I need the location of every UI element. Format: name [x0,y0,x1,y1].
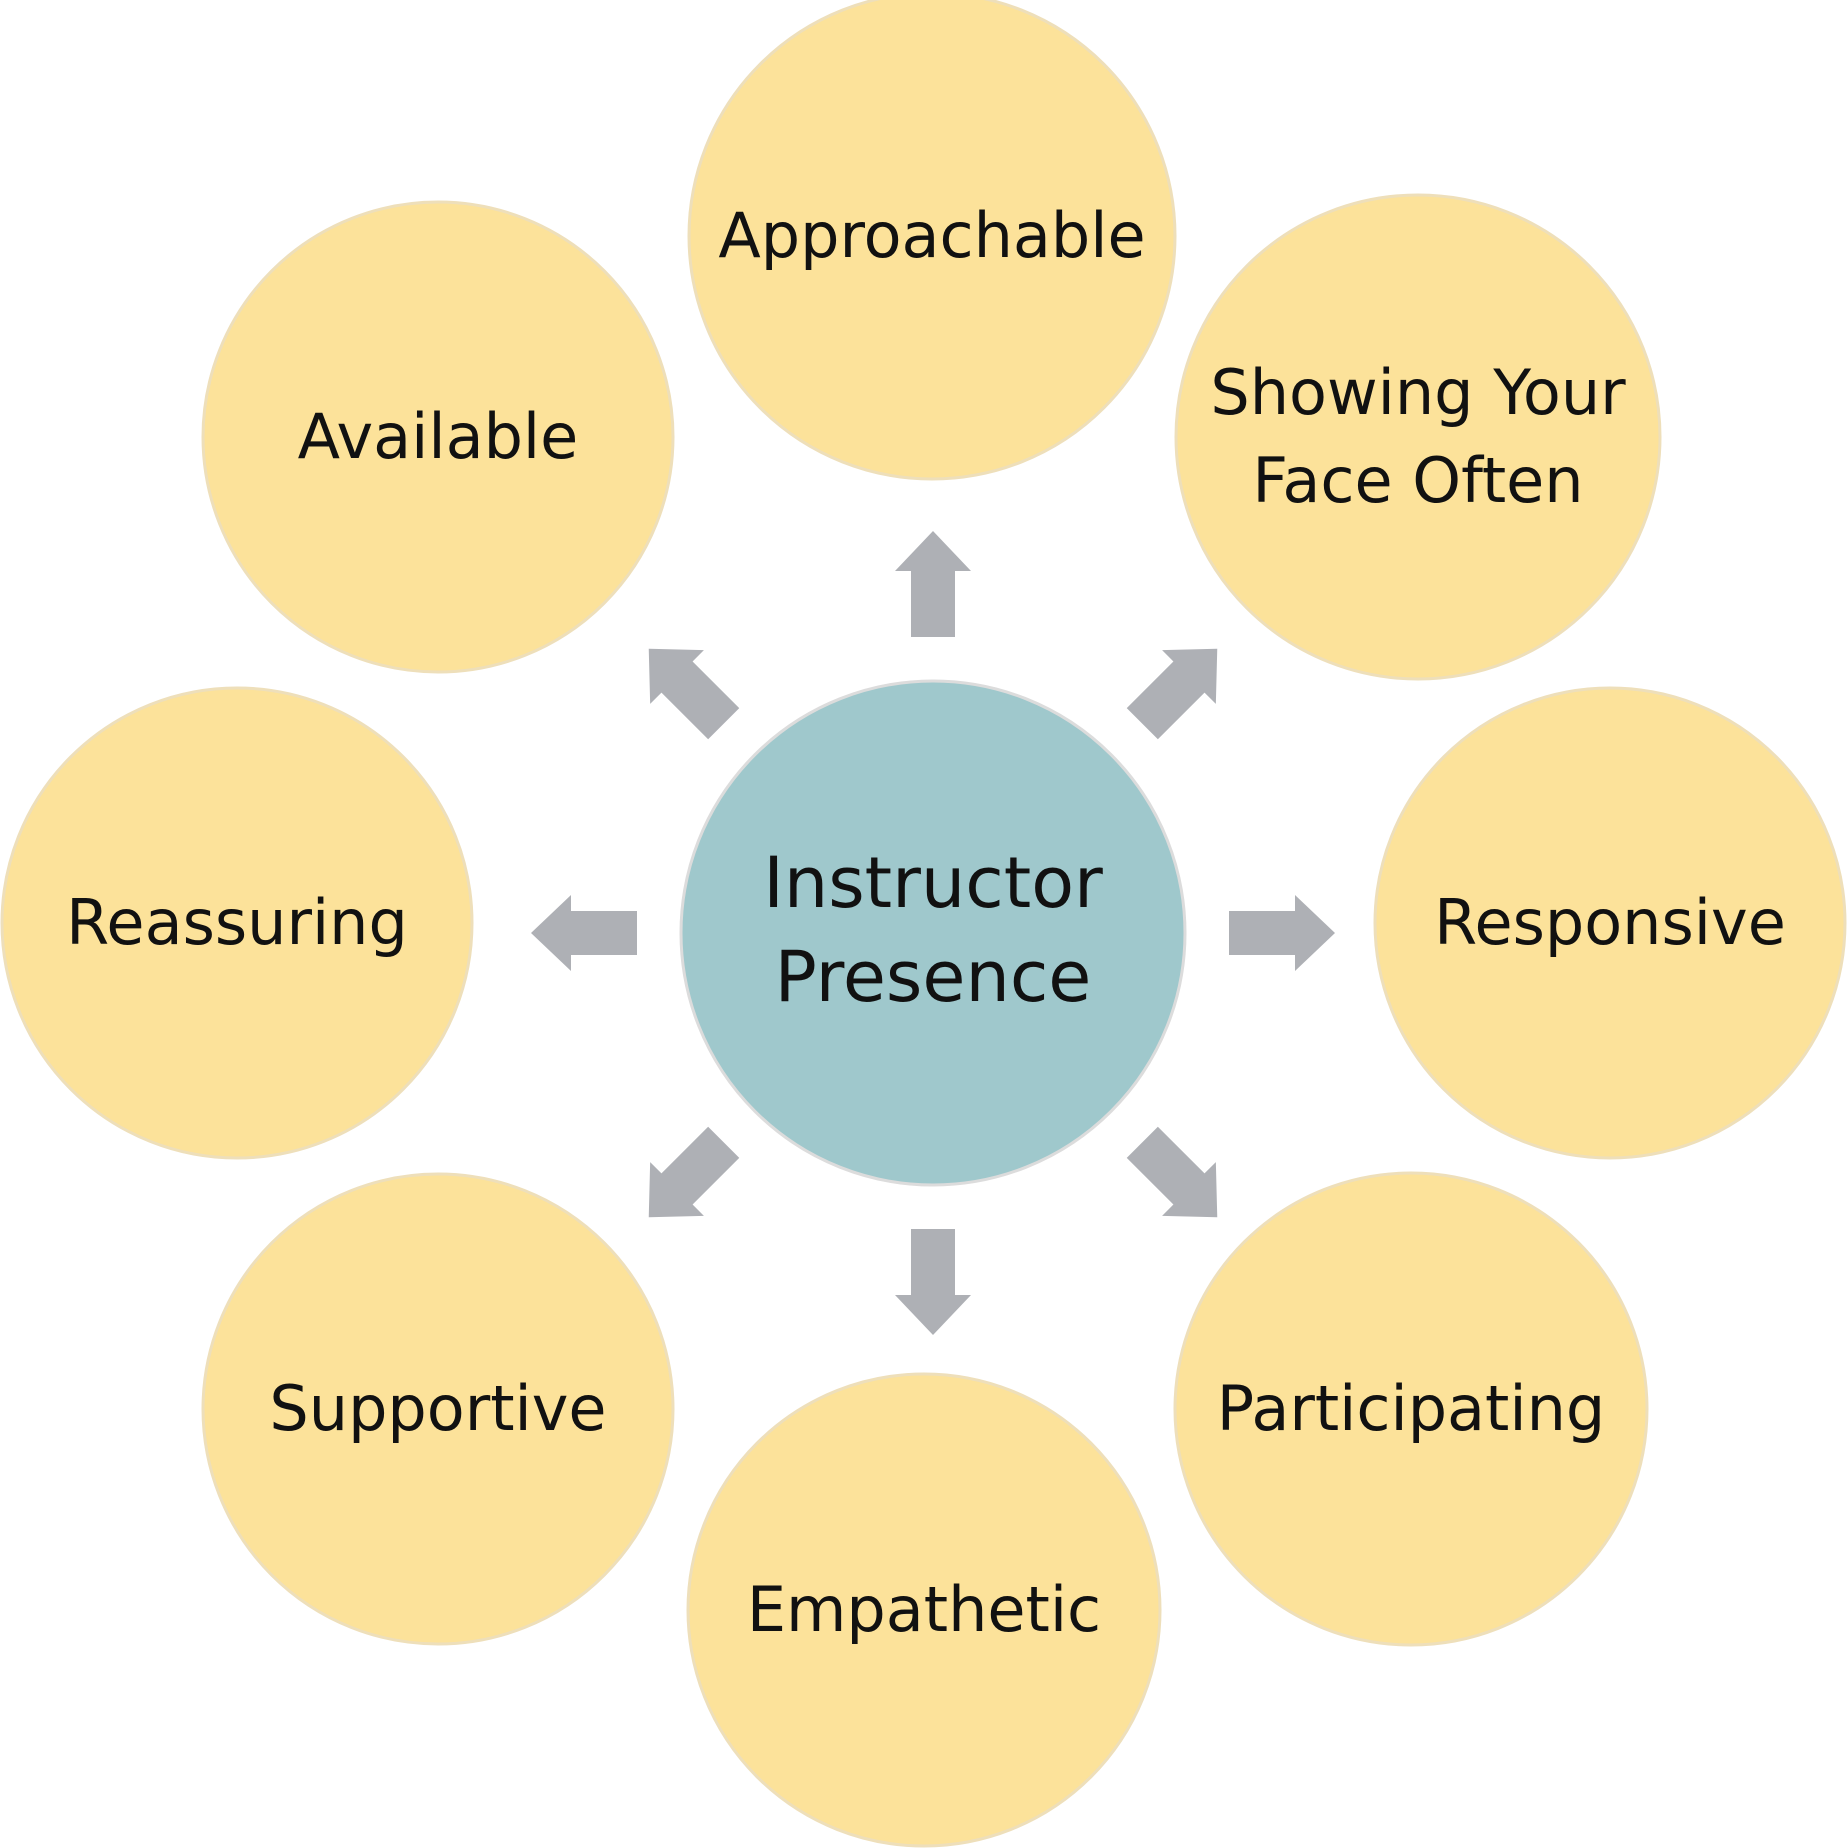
node-label-reassuring: Reassuring [66,886,408,959]
node-circle-participating [1173,1171,1649,1647]
node-empathetic: Empathetic [686,1372,1162,1848]
center-circle [679,679,1187,1187]
arrow-to-participating [1126,1126,1218,1218]
node-approachable: Approachable [687,0,1177,481]
node-circle-responsive [1373,686,1847,1160]
node-label-supportive: Supportive [269,1372,606,1445]
arrow-to-available [648,648,740,740]
arrow-to-showing-your-face-often [1126,648,1218,740]
arrow-to-responsive [1229,895,1335,971]
node-label-available: Available [298,400,579,473]
arrow-to-supportive [648,1126,740,1218]
node-circle-showing-your-face-often [1174,193,1662,681]
node-circle-available [201,200,675,674]
node-circle-supportive [201,1172,675,1646]
node-supportive: Supportive [201,1172,675,1646]
node-available: Available [201,200,675,674]
node-circle-reassuring [0,686,474,1160]
node-label-responsive: Responsive [1434,886,1786,959]
node-label-participating: Participating [1217,1372,1605,1445]
node-reassuring: Reassuring [0,686,474,1160]
arrow-to-empathetic [895,1229,971,1335]
arrow-to-reassuring [531,895,637,971]
node-label-empathetic: Empathetic [747,1573,1101,1646]
node-label-showing-your-face-often-line-1: Showing Your [1210,356,1626,429]
node-label-showing-your-face-often-line-2: Face Often [1252,444,1583,517]
center-label-line-1: Instructor [763,842,1103,924]
center-label-line-2: Presence [775,936,1092,1018]
node-circle-empathetic [686,1372,1162,1848]
node-responsive: Responsive [1373,686,1847,1160]
arrows-layer [531,531,1335,1335]
node-circle-approachable [687,0,1177,481]
node-label-approachable: Approachable [718,199,1145,272]
arrow-to-approachable [895,531,971,637]
node-participating: Participating [1173,1171,1649,1647]
